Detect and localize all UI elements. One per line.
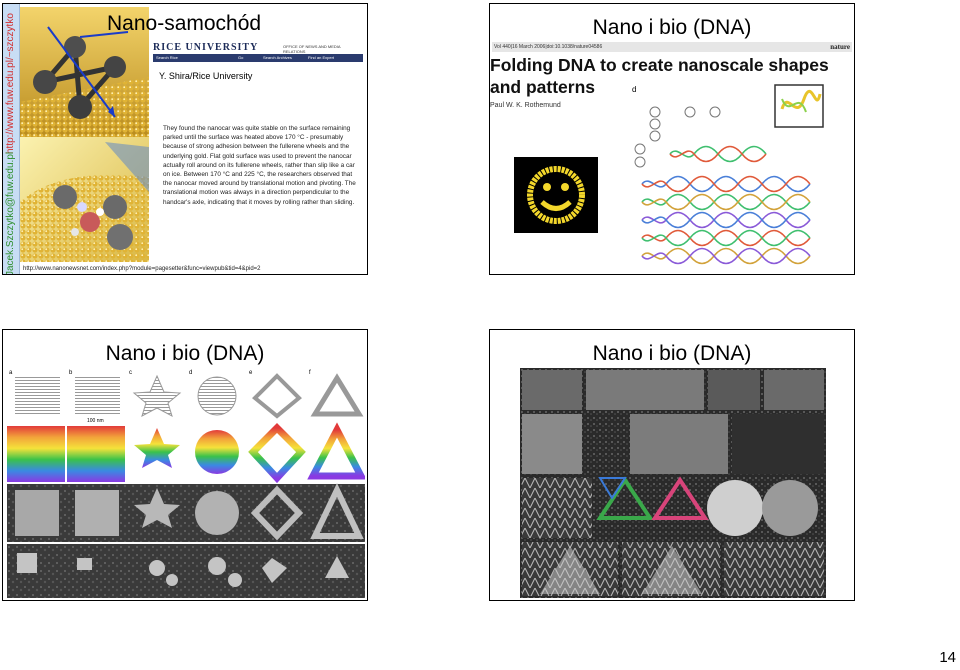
smiley-dna-icon [514,157,598,233]
journal-info: Vol 440|16 March 2006|doi:10.1038/nature… [494,44,603,50]
slide-title: Nano i bio (DNA) [592,342,752,365]
paper-author: Paul W. K. Rothemund [490,102,561,109]
slide-dna-patterns: Nano i bio (DNA) [489,329,855,601]
side-bar [3,4,20,274]
slide-nanocar: http://www.fuw.edu.pl/~szczytko Jacek.Sz… [2,3,368,275]
paper-title-line1: Folding DNA to create nanoscale shapes [490,55,829,75]
rice-nav-expert[interactable]: Find an Expert [308,55,335,60]
dna-shapes-figure: a b c d e f 100 nm [7,368,365,598]
rice-nav-search[interactable]: Search Rice [156,55,178,60]
dna-folding-diagram: d [630,84,852,274]
rice-nav-go[interactable]: Go [238,55,244,60]
image-credit: Y. Shira/Rice University [159,71,253,81]
rice-header: RICE UNIVERSITY OFFICE OF NEWS AND MEDIA… [153,42,363,66]
label-c: c [129,370,132,376]
rice-nav-archives[interactable]: Search Archives [263,55,292,60]
slide-title: Nano i bio (DNA) [105,342,265,365]
slide-dna-shapes: Nano i bio (DNA) a b c d e f [2,329,368,601]
page-number: 14 [939,649,956,666]
rice-logo: RICE UNIVERSITY [153,42,259,53]
label-a: a [9,370,13,376]
nanocar-image [20,7,149,262]
label-e: e [249,370,253,376]
paper-title: Folding DNA to create nanoscale shapes a… [490,54,829,98]
paper-header: Vol 440|16 March 2006|doi:10.1038/nature… [492,42,852,52]
slide-dna-paper: Nano i bio (DNA) Vol 440|16 March 2006|d… [489,3,855,275]
panel-label-d: d [632,85,636,94]
paper-title-line2: and patterns [490,77,596,97]
rice-nav: Search Rice Go Search Archives Find an E… [153,54,363,62]
label-d: d [189,370,192,376]
body-text: They found the nanocar was quite stable … [163,125,356,206]
side-email[interactable]: Jacek.Szczytko@fuw.edu.pl [5,151,16,275]
scale-label: 100 nm [87,418,104,424]
slide-title: Nano i bio (DNA) [592,16,752,39]
label-f: f [309,370,311,376]
rice-office: OFFICE OF NEWS AND MEDIA RELATIONS [283,44,341,54]
dna-patterns-figure [520,368,826,598]
slide-title: Nano-samochód [107,12,262,35]
journal-name: nature [830,43,850,51]
side-url[interactable]: http://www.fuw.edu.pl/~szczytko [5,13,16,154]
label-b: b [69,370,73,376]
source-url[interactable]: http://www.nanonewsnet.com/index.php?mod… [23,266,261,272]
